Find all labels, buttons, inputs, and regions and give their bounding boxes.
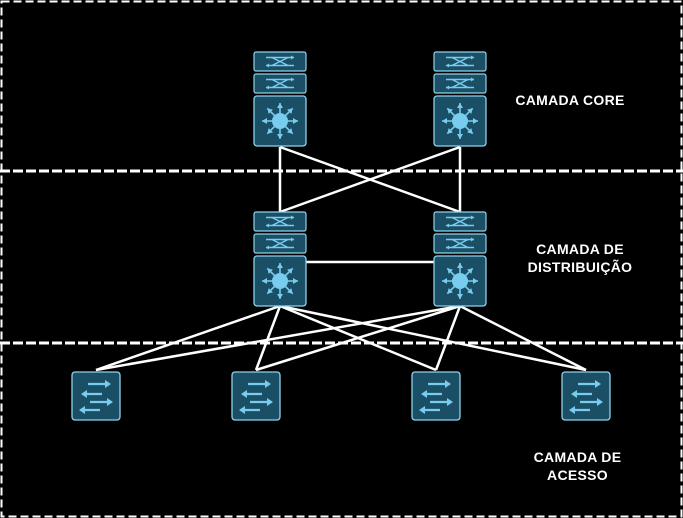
core-switch-right <box>433 51 487 147</box>
core-switch-left-multilayer-switch-icon <box>253 95 307 147</box>
distribution-layer-label-line1: CAMADA DE <box>536 241 624 257</box>
core-switch-right-multilayer-switch-icon <box>433 95 487 147</box>
dist-switch-left <box>253 211 307 307</box>
access-switch-4 <box>561 371 611 421</box>
link-core-switch-right-to-dist-switch-left <box>279 145 461 214</box>
access-layer-label: CAMADA DE ACESSO <box>530 448 625 484</box>
dist-switch-right-multilayer-switch-icon <box>433 255 487 307</box>
network-devices <box>71 51 611 421</box>
link-dist-switch-right-to-access-switch-3 <box>434 305 462 371</box>
link-dist-switch-right-to-access-switch-1 <box>95 304 461 372</box>
dist-switch-left-module-1 <box>253 211 307 232</box>
access-layer-label-line2: ACESSO <box>547 467 608 483</box>
access-switch-1 <box>71 371 121 421</box>
access-switch-2-workgroup-switch-icon <box>231 371 281 421</box>
link-dist-switch-left-to-access-switch-1 <box>95 304 281 372</box>
access-switch-3 <box>411 371 461 421</box>
core-layer-label-line1: CAMADA CORE <box>515 92 625 108</box>
dist-switch-right <box>433 211 487 307</box>
core-switch-right-module-1 <box>433 51 487 72</box>
core-layer-label: CAMADA CORE <box>510 91 630 109</box>
link-dist-switch-left-to-access-switch-2 <box>254 305 282 371</box>
access-switch-4-workgroup-switch-icon <box>561 371 611 421</box>
dist-switch-left-multilayer-switch-icon <box>253 255 307 307</box>
access-switch-3-workgroup-switch-icon <box>411 371 461 421</box>
distribution-layer-label-line2: DISTRIBUIÇÃO <box>527 259 633 275</box>
link-dist-switch-right-to-access-switch-4 <box>459 304 587 372</box>
dist-switch-right-module-2 <box>433 233 487 254</box>
dist-switch-right-module-1 <box>433 211 487 232</box>
core-switch-left <box>253 51 307 147</box>
link-dist-switch-right-to-access-switch-2 <box>255 304 461 372</box>
access-switch-2 <box>231 371 281 421</box>
distribution-layer-label: CAMADA DE DISTRIBUIÇÃO <box>520 240 640 276</box>
access-switch-1-workgroup-switch-icon <box>71 371 121 421</box>
network-links <box>95 145 587 372</box>
link-dist-switch-left-to-access-switch-4 <box>279 304 587 372</box>
access-layer-label-line1: CAMADA DE <box>533 449 622 465</box>
core-switch-left-module-1 <box>253 51 307 72</box>
core-switch-right-module-2 <box>433 73 487 94</box>
dist-switch-left-module-2 <box>253 233 307 254</box>
core-switch-left-module-2 <box>253 73 307 94</box>
